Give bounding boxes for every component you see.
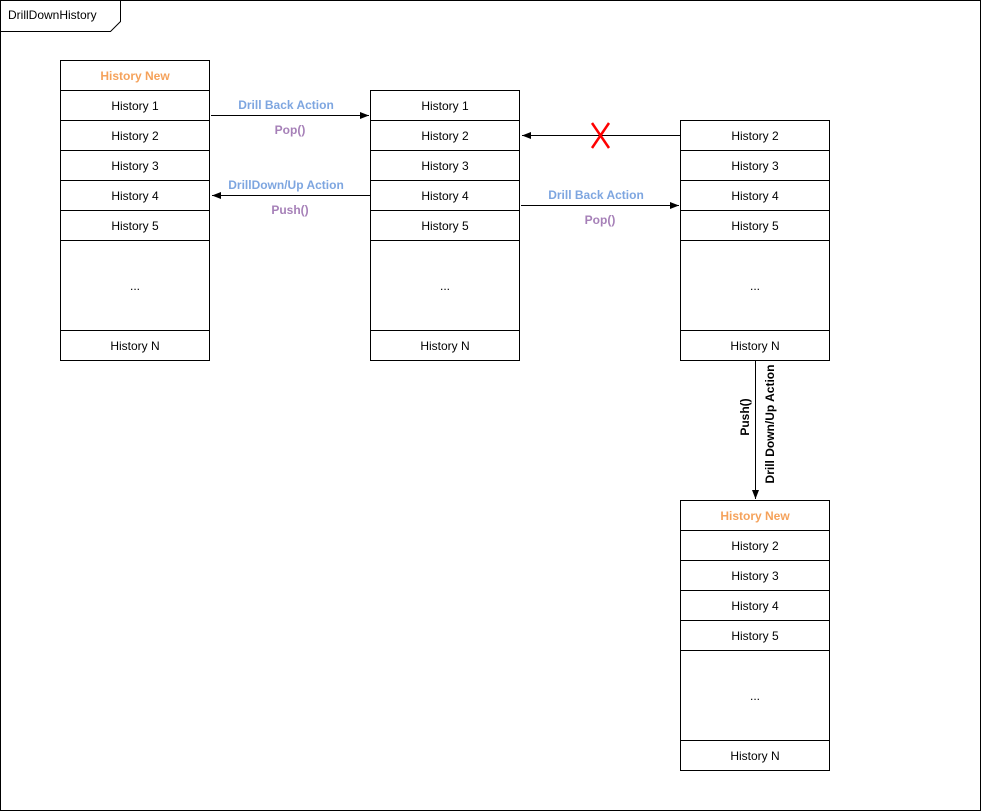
edge-operation-label-vertical: Push() bbox=[738, 398, 752, 436]
stack-cell: History 2 bbox=[60, 120, 210, 151]
edge-action-label-vertical: Drill Down/Up Action bbox=[763, 364, 777, 484]
edge-action-label: Drill Back Action bbox=[238, 98, 334, 112]
stack-cell: History 1 bbox=[370, 90, 520, 121]
stack-cell-ellipsis: ... bbox=[60, 240, 210, 331]
stack-cell: History 5 bbox=[680, 620, 830, 651]
blocked-cross-icon bbox=[590, 122, 611, 149]
edge-action-label: Drill Back Action bbox=[548, 188, 644, 202]
stack-cell: History N bbox=[680, 330, 830, 361]
stack-cell: History 5 bbox=[680, 210, 830, 241]
stack-cell: History N bbox=[370, 330, 520, 361]
stack-cell: History 2 bbox=[680, 120, 830, 151]
frame-title-tab bbox=[0, 0, 121, 32]
stack-cell: History 3 bbox=[60, 150, 210, 181]
stack-cell: History 2 bbox=[680, 530, 830, 561]
stack-cell: History 4 bbox=[680, 180, 830, 211]
stack-cell: History 3 bbox=[370, 150, 520, 181]
edge-operation-label: Pop() bbox=[274, 123, 306, 137]
stack-cell: History N bbox=[60, 330, 210, 361]
diagram-title: DrillDownHistory bbox=[8, 8, 97, 22]
stack-cell-ellipsis: ... bbox=[370, 240, 520, 331]
stack-cell: History 3 bbox=[680, 150, 830, 181]
stack-cell: History 4 bbox=[60, 180, 210, 211]
edge-operation-label: Pop() bbox=[584, 213, 616, 227]
stack-cell: History N bbox=[680, 740, 830, 771]
stack-cell-new: History New bbox=[680, 500, 830, 531]
stack-cell: History 5 bbox=[370, 210, 520, 241]
stack-cell-new: History New bbox=[60, 60, 210, 91]
edge-action-label: DrillDown/Up Action bbox=[228, 178, 344, 192]
edge-operation-label: Push() bbox=[271, 203, 309, 217]
